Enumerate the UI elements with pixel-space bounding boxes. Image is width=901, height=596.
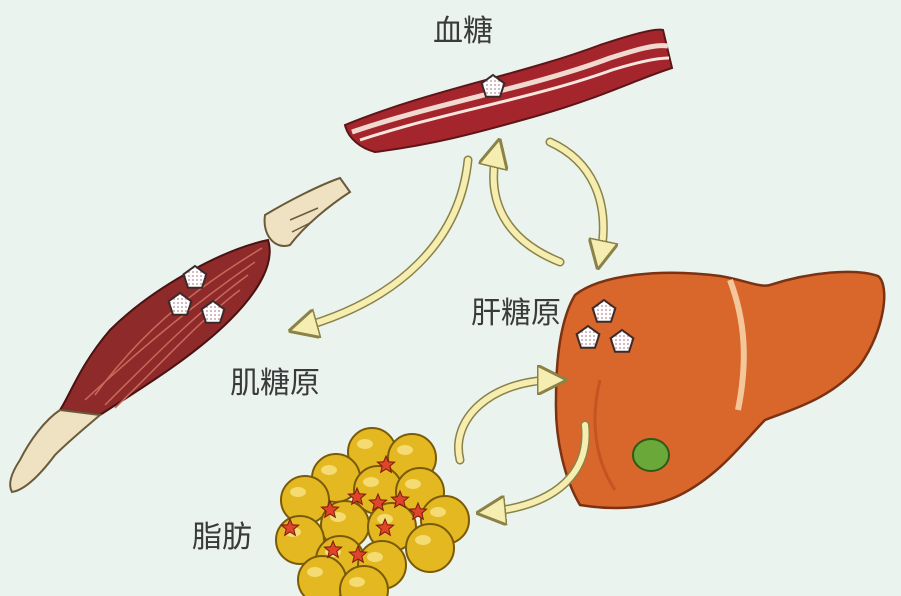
gallbladder <box>633 439 669 471</box>
fat-cell-highlight <box>321 465 337 475</box>
blood-vessel <box>345 30 672 152</box>
blood-sugar-label: 血糖 <box>433 6 493 50</box>
fat-cell-highlight <box>430 507 446 517</box>
muscle-glycogen-label: 肌糖原 <box>230 358 320 402</box>
liver <box>556 272 884 508</box>
fat-cell-highlight <box>290 487 306 497</box>
fat-cell-highlight <box>363 477 379 487</box>
fat-cell-highlight <box>397 445 413 455</box>
muscle <box>10 178 350 492</box>
arrow-liver-to-blood <box>494 150 560 262</box>
fat-cells <box>276 428 469 596</box>
fat-cell-highlight <box>415 535 431 545</box>
fat-cell-highlight <box>349 577 365 587</box>
fat-cell-highlight <box>405 479 421 489</box>
fat-label: 脂肪 <box>192 512 252 556</box>
fat-cell <box>406 524 454 572</box>
fat-cell-highlight <box>357 439 373 449</box>
fat-cell-highlight <box>307 567 323 577</box>
fat-cell <box>298 556 346 596</box>
liver-glycogen-label: 肝糖原 <box>471 288 561 332</box>
fat-cell-highlight <box>367 552 383 562</box>
